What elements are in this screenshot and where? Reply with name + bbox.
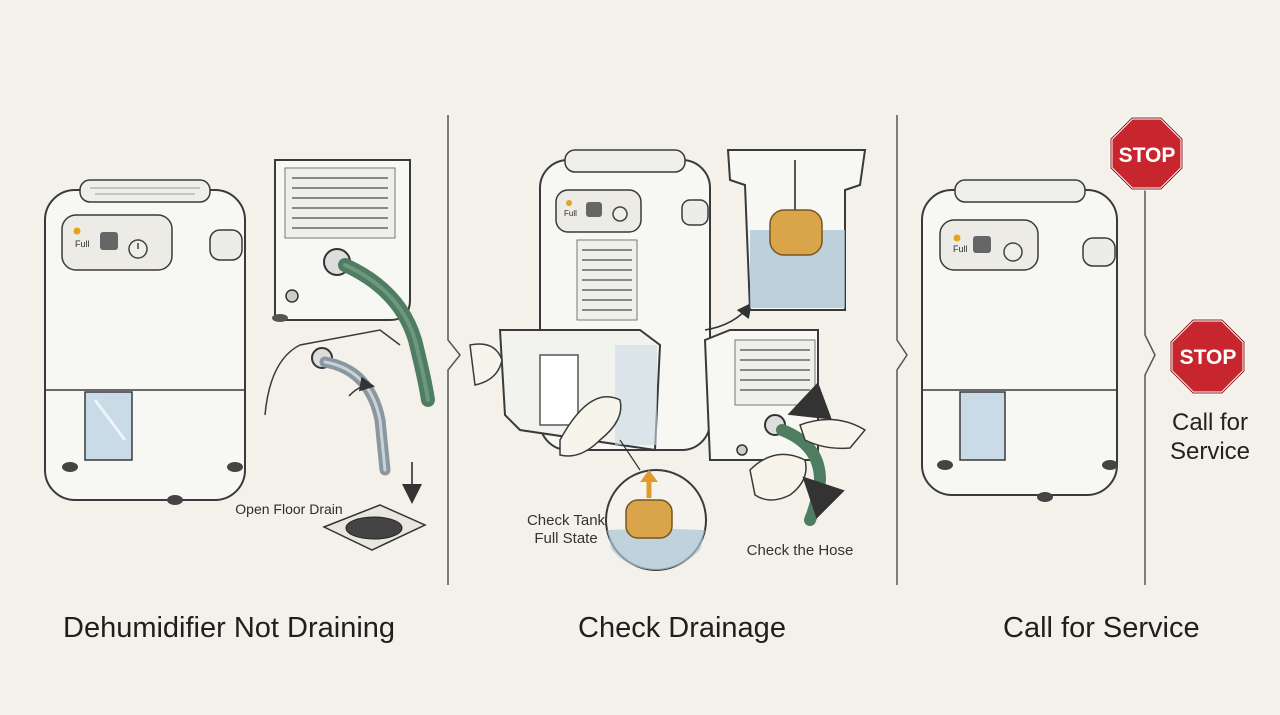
hand-hose: [749, 453, 807, 501]
stop-sign-top-text: STOP: [1119, 144, 1176, 167]
float-magnifier: [605, 439, 707, 571]
callout-check-tank: Check Tank Full State: [526, 512, 606, 547]
orange-arrow: [787, 382, 832, 420]
orange-arrow: [802, 476, 845, 519]
caption-panel-3: Call for Service: [1003, 612, 1200, 644]
hand-left: [469, 343, 503, 386]
unit-button-label-2: Full: [564, 209, 577, 218]
stop-sign-icon: [1109, 116, 1184, 191]
panel-divider: [1144, 190, 1156, 585]
unit-button-label-3: Full: [953, 244, 968, 254]
caption-panel-2: Check Drainage: [578, 612, 786, 644]
callout-open-floor-drain: Open Floor Drain: [235, 501, 342, 517]
unit-button-label-1: Full: [75, 239, 90, 249]
water-tank-pulled: [498, 329, 662, 452]
stop-sign-icon: [1169, 318, 1246, 395]
side-text-call-for-service: Call for Service: [1169, 409, 1251, 465]
callout-check-hose: Check the Hose: [746, 542, 854, 559]
floor-drain-hose: [264, 329, 427, 551]
hand-hose-right: [799, 418, 867, 450]
panel-divider: [896, 115, 908, 585]
hand-right: [559, 396, 622, 457]
panel-divider: [447, 115, 461, 585]
caption-panel-1: Dehumidifier Not Draining: [63, 612, 396, 644]
stop-sign-side-text: STOP: [1180, 346, 1237, 369]
tank-cutaway: [726, 149, 867, 311]
dehumidifier-unit-1: [44, 179, 246, 505]
dehumidifier-unit-3: [921, 179, 1118, 502]
